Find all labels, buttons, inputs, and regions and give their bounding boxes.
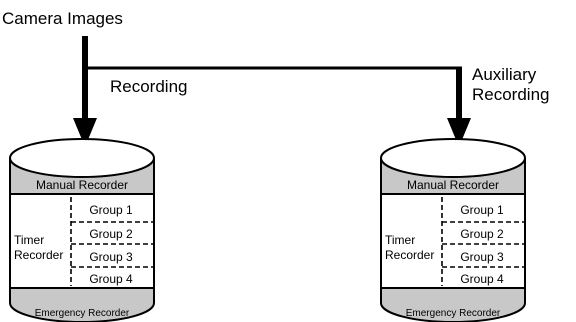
manual-recorder-label: Manual Recorder — [36, 178, 128, 192]
connector-lines — [82, 36, 462, 122]
aux-group-3-label: Group 3 — [460, 250, 504, 264]
group-2-label: Group 2 — [89, 227, 133, 241]
aux-timer-recorder-label-line2: Recorder — [385, 248, 434, 262]
aux-group-1-label: Group 1 — [460, 203, 504, 217]
timer-recorder-label-line1: Timer — [14, 233, 44, 247]
aux-group-4-label: Group 4 — [460, 272, 504, 286]
group-4-label: Group 4 — [89, 272, 133, 286]
auxiliary-path-label-line1: Auxiliary — [472, 65, 537, 84]
source-label: Camera Images — [2, 9, 123, 28]
auxiliary-recorder-cylinder — [380, 138, 526, 322]
emergency-recorder-label: Emergency Recorder — [35, 308, 130, 319]
auxiliary-arrow-head — [447, 118, 471, 147]
recording-arrow-head — [73, 118, 97, 147]
timer-recorder-label-line2: Recorder — [14, 248, 63, 262]
aux-group-2-label: Group 2 — [460, 227, 504, 241]
aux-manual-recorder-label: Manual Recorder — [407, 178, 499, 192]
primary-recorder-cylinder — [9, 138, 155, 322]
aux-timer-recorder-label-line1: Timer — [385, 233, 415, 247]
aux-emergency-recorder-label: Emergency Recorder — [406, 308, 501, 319]
group-3-label: Group 3 — [89, 250, 133, 264]
recording-path-label: Recording — [110, 77, 188, 96]
auxiliary-path-label-line2: Recording — [472, 85, 550, 104]
group-1-label: Group 1 — [89, 203, 133, 217]
